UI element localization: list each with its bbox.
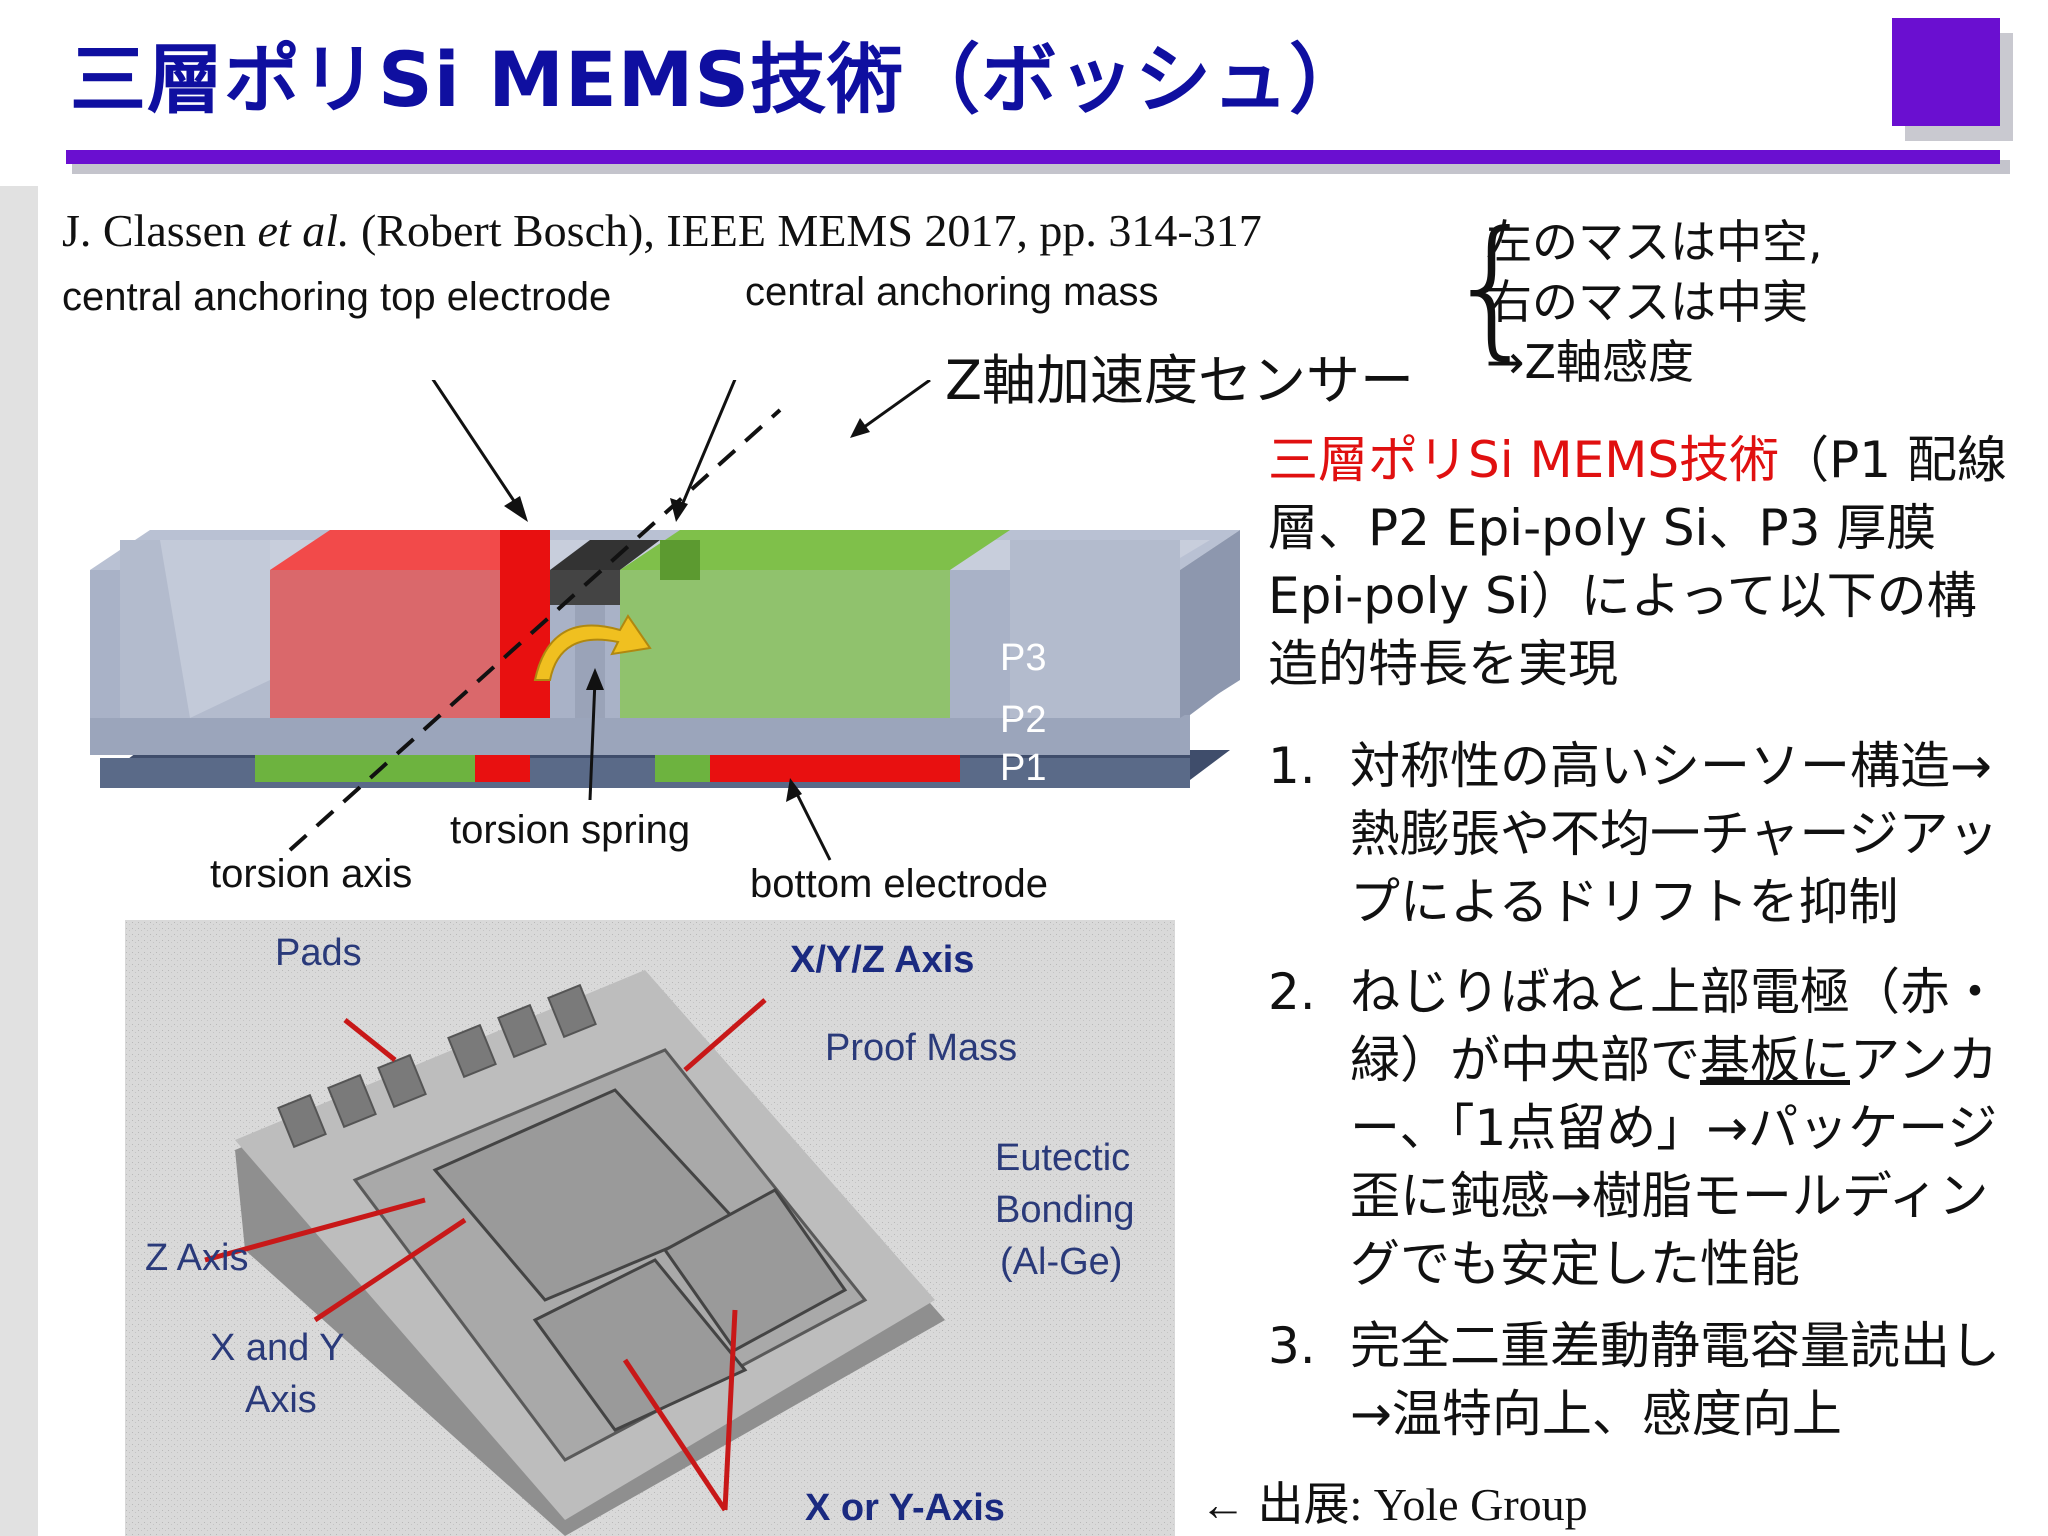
list-text-underlined: 基板に [1700, 1031, 1850, 1089]
y-axis-block [662, 1188, 848, 1352]
red-block-top [270, 530, 550, 570]
box-right-face [1180, 530, 1240, 718]
arrowhead-z-sensor [850, 418, 870, 438]
description-text: （P1 配線層、P2 Epi-poly Si、P3 厚膜 Epi-poly Si… [1268, 431, 2007, 693]
arrow-torsion-spring [588, 679, 597, 801]
x-axis-block [532, 1258, 748, 1432]
green-block-front [620, 570, 950, 718]
bottom-electrode-green-left [255, 752, 475, 782]
red-block-front [270, 570, 500, 718]
description-highlight: 三層ポリSi MEMS技術 [1268, 431, 1780, 489]
description-paragraph: 三層ポリSi MEMS技術（P1 配線層、P2 Epi-poly Si、P3 厚… [1268, 426, 2020, 698]
photo-label-pads: Pads [275, 932, 362, 974]
photo-label-xyz: X/Y/Z Axis [790, 939, 974, 981]
photo-label-proof-mass: Proof Mass [825, 1027, 1017, 1069]
arrow-bottom-electrode [793, 789, 832, 861]
citation-venue: (Robert Bosch), IEEE MEMS 2017, pp. 314-… [349, 205, 1262, 256]
layer-p2-front [90, 715, 1190, 755]
label-top-electrode: central anchoring top electrode [62, 275, 612, 319]
list-text-post: アンカー、「1点留め」→パッケージ歪に鈍感→樹脂モールディングでも安定した性能 [1350, 1031, 1998, 1293]
list-text: ねじりばねと上部電極（赤・緑）が中央部で基板にアンカー、「1点留め」→パッケージ… [1350, 958, 2028, 1298]
brace-note-line2: 右のマスは中実 [1486, 275, 1808, 329]
green-block-top [620, 530, 1010, 570]
photo-label-eutectic-1: Eutectic [995, 1137, 1130, 1179]
brace-note-line1: 左のマスは中空, [1486, 215, 1823, 269]
label-p3: P3 [1000, 637, 1046, 679]
brace-note-line3: →Z軸感度 [1486, 335, 1695, 389]
brace-note: 左のマスは中空, 右のマスは中実 →Z軸感度 [1486, 212, 1823, 392]
seesaw-sensor-diagram: P3 P2 P1 [90, 380, 1240, 861]
label-torsion-axis: torsion axis [210, 852, 413, 896]
photo-label-eutectic-3: (Al-Ge) [1000, 1241, 1122, 1283]
list-item-2: 2. ねじりばねと上部電極（赤・緑）が中央部で基板にアンカー、「1点留め」→パッ… [1268, 958, 2028, 1298]
photo-label-eutectic-2: Bonding [995, 1189, 1134, 1231]
list-text: 完全二重差動静電容量読出し→温特向上、感度向上 [1350, 1317, 2000, 1443]
list-text-pre: ねじりばねと上部電極（赤・緑）が中央部で [1350, 963, 2000, 1089]
brace-icon: { [1445, 200, 1541, 374]
left-margin-bar [0, 186, 38, 1536]
label-torsion-spring: torsion spring [450, 808, 691, 852]
list-item-3: 3. 完全二重差動静電容量読出し→温特向上、感度向上 [1268, 1312, 2028, 1448]
arrowhead-top-electrode [504, 496, 528, 522]
list-number: 3. [1268, 1317, 1316, 1375]
list-number: 1. [1268, 737, 1316, 795]
photo-label-xy-2: Axis [245, 1379, 317, 1421]
arrow-anchoring-mass [678, 380, 737, 511]
bottom-electrode-green-right [655, 752, 710, 782]
citation-etal: et al. [257, 205, 350, 256]
green-block-back [660, 540, 700, 580]
title-rule [66, 150, 2000, 164]
page-title: 三層ポリSi MEMS技術（ボッシュ） [70, 35, 1367, 124]
left-wall-diagonal [160, 540, 270, 718]
source-credit: ← 出展: Yole Group [1200, 1479, 1588, 1530]
label-z-sensor: Z軸加速度センサー [945, 349, 1414, 412]
sem-chip-photo: Pads X/Y/Z Axis Proof Mass Eutectic Bond… [125, 920, 1175, 1536]
bottom-electrode-red-left [475, 752, 530, 782]
citation: J. Classen et al. (Robert Bosch), IEEE M… [62, 204, 1262, 257]
list-item-1: 1. 対称性の高いシーソー構造→熱膨張や不均一チャージアップによるドリフトを抑制 [1268, 732, 2028, 936]
right-wall [1010, 540, 1180, 718]
arrowhead-anchoring-mass [670, 498, 688, 522]
label-p1: P1 [1000, 747, 1046, 789]
pad-row [277, 983, 597, 1149]
torsion-spring-bar [575, 605, 605, 718]
label-anchoring-mass: central anchoring mass [745, 270, 1159, 314]
citation-authors: J. Classen [62, 205, 258, 256]
central-anchor-top [550, 540, 660, 570]
rotation-arrow-icon [533, 614, 652, 681]
photo-label-z-axis: Z Axis [145, 1237, 248, 1279]
arrowhead-bottom-electrode [786, 778, 802, 802]
photo-label-x-or-y: X or Y-Axis [805, 1487, 1005, 1529]
label-bottom-electrode: bottom electrode [750, 862, 1048, 906]
list-text: 対称性の高いシーソー構造→熱膨張や不均一チャージアップによるドリフトを抑制 [1350, 737, 1999, 931]
corner-decoration [1892, 18, 2000, 126]
arrow-z-sensor [859, 380, 931, 432]
torsion-axis-line [288, 408, 782, 852]
arrowhead-torsion-spring [586, 668, 604, 690]
label-p2: P2 [1000, 699, 1046, 741]
bottom-electrode-red-right [710, 752, 960, 782]
central-anchor-front [550, 570, 620, 605]
red-callout-arrows [204, 998, 767, 1512]
arrow-top-electrode [431, 380, 522, 511]
list-number: 2. [1268, 963, 1316, 1021]
photo-label-xy-1: X and Y [210, 1327, 345, 1369]
